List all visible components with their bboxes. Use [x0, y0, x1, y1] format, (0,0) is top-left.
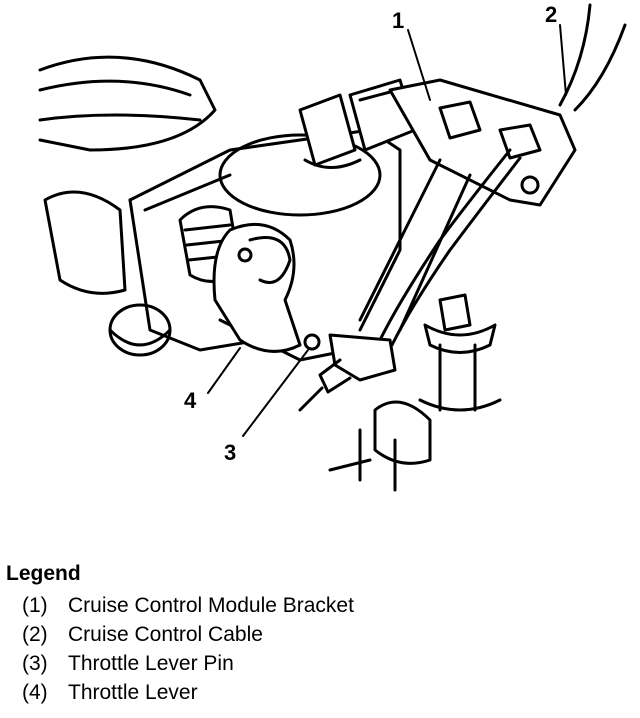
- legend-item-label: Cruise Control Cable: [68, 623, 263, 646]
- legend-item: (3) Throttle Lever Pin: [22, 649, 626, 678]
- throttle-lever-drawing: [178, 205, 302, 353]
- legend-item-label: Cruise Control Module Bracket: [68, 594, 354, 617]
- legend-title: Legend: [6, 562, 81, 585]
- legend: Legend (1) Cruise Control Module Bracket …: [6, 561, 626, 707]
- throttle-body-illustration: 1 2 3 4: [38, 2, 627, 492]
- lever-pin-drawing: [298, 333, 397, 412]
- legend-item: (2) Cruise Control Cable: [22, 620, 626, 649]
- callout-1: 1: [392, 8, 404, 33]
- legend-item-number: (2): [22, 623, 48, 646]
- callout-2: 2: [545, 2, 557, 27]
- legend-item-number: (3): [22, 652, 48, 675]
- module-bracket: [358, 78, 577, 332]
- callout-4: 4: [184, 388, 197, 413]
- legend-item-number: (1): [22, 594, 48, 617]
- legend-item-label: Throttle Lever: [68, 681, 198, 704]
- legend-item: (4) Throttle Lever: [22, 678, 626, 707]
- legend-item-label: Throttle Lever Pin: [68, 652, 234, 675]
- cable-drawing: [378, 3, 627, 347]
- legend-item-number: (4): [22, 681, 48, 704]
- legend-list: (1) Cruise Control Module Bracket (2) Crui…: [6, 591, 626, 707]
- air-intake-ring: [38, 55, 217, 357]
- legend-item: (1) Cruise Control Module Bracket: [22, 591, 626, 620]
- mounting-bolt: [328, 293, 502, 492]
- callout-3: 3: [224, 440, 236, 465]
- leader-lines: [207, 24, 567, 437]
